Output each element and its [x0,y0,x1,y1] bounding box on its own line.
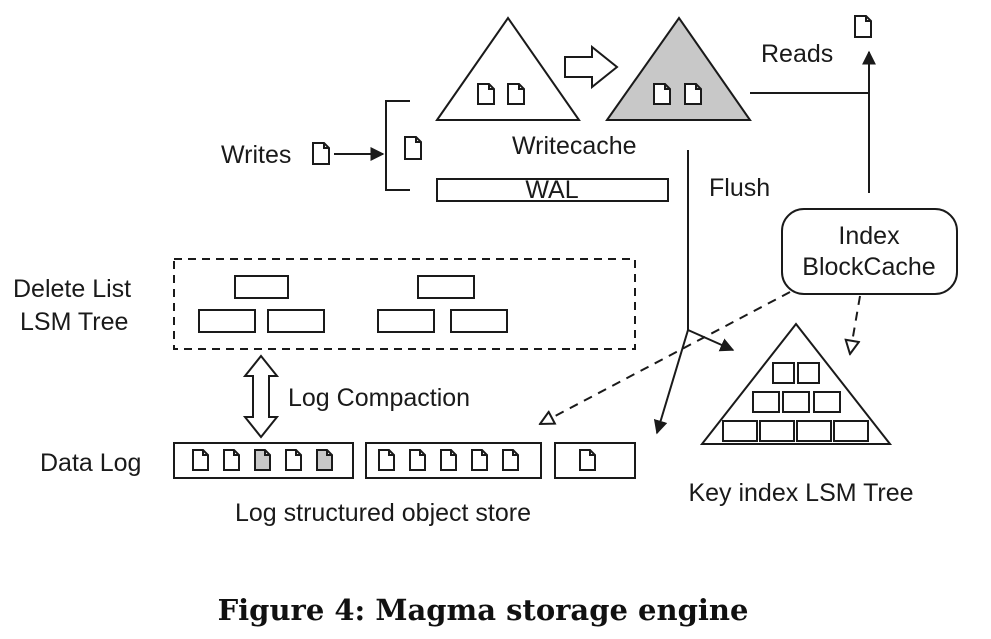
transfer-arrow-icon [564,44,619,90]
flush-arrow-to-index [687,329,735,352]
doc-icon [409,449,426,471]
doc-icon [854,15,872,38]
key-index-node [752,391,780,413]
wal-box [436,178,669,202]
blockcache-label: BlockCache [802,253,935,281]
key-index-node [782,391,810,413]
key-index-node [772,362,795,384]
lsm-tree-label: LSM Tree [20,308,128,336]
doc-icon [579,449,596,471]
delete-list-label: Delete List [13,275,131,303]
log-compaction-label: Log Compaction [288,384,470,412]
index-label: Index [838,222,900,250]
shaded-doc-icon [254,449,271,471]
data-log-documents [192,449,596,471]
figure-caption: Figure 4: Magma storage engine [218,593,749,627]
doc-icon [285,449,302,471]
lsm-node [377,309,435,333]
doc-icon [653,83,671,105]
lsm-node [234,275,289,299]
doc-icon [440,449,457,471]
writes-label: Writes [221,141,291,169]
doc-icon [477,83,495,105]
doc-icon [471,449,488,471]
shaded-doc-icon [316,449,333,471]
lsm-node [450,309,508,333]
doc-icon [507,83,525,105]
key-index-triangle [699,322,893,445]
doc-icon [378,449,395,471]
flush-arrow-to-store [653,329,689,435]
index-blockcache-box [781,208,958,295]
key-index-label: Key index LSM Tree [688,479,913,507]
lsm-node [267,309,325,333]
doc-icon [192,449,209,471]
writecache-triangle-left [435,16,581,121]
cache-dashed-arrow-to-index [850,295,861,354]
data-log-label: Data Log [40,449,141,477]
lsm-node [417,275,475,299]
writes-bracket [385,100,410,191]
wal-label: WAL [525,176,578,204]
key-index-node [833,420,869,442]
writecache-label: Writecache [512,132,637,160]
doc-icon [404,136,422,160]
object-store-label: Log structured object store [235,499,531,527]
key-index-node [759,420,795,442]
log-compaction-arrow-icon [242,354,280,439]
delete-list-container [173,258,636,350]
lsm-node [198,309,256,333]
key-index-node [797,362,820,384]
doc-icon [223,449,240,471]
doc-icon [684,83,702,105]
key-index-node [796,420,832,442]
writecache-triangle-right [605,16,752,121]
flush-label: Flush [709,174,770,202]
reads-label: Reads [761,40,833,68]
key-index-node [722,420,758,442]
key-index-node [813,391,841,413]
doc-icon [502,449,519,471]
doc-icon [312,142,330,165]
